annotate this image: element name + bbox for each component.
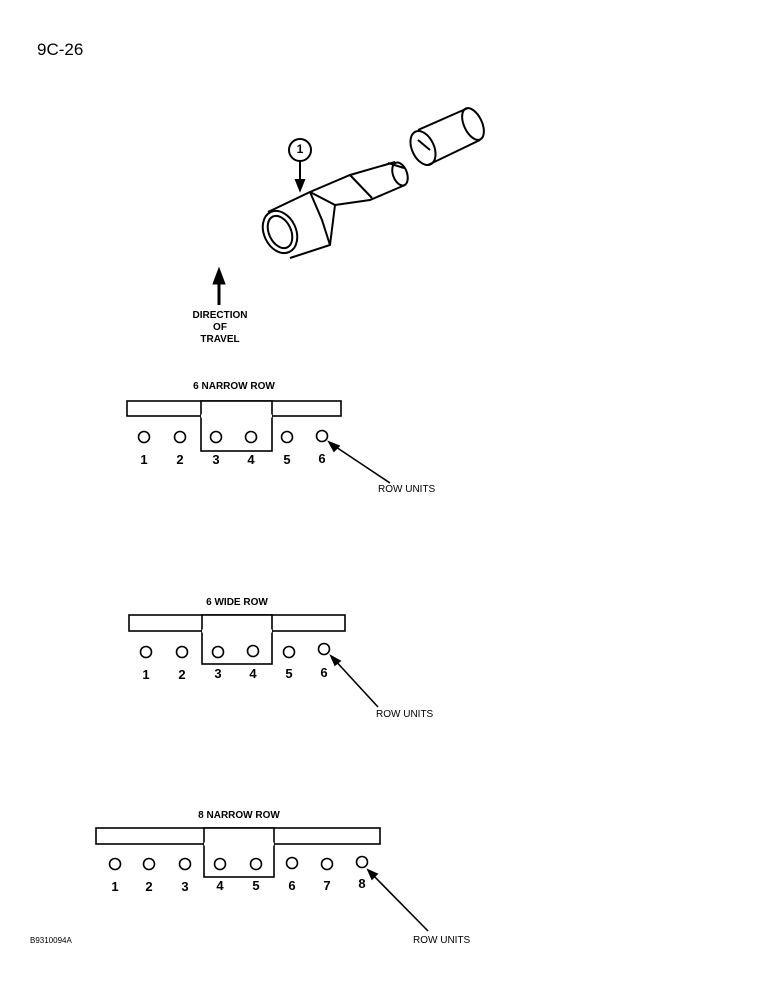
taper-ridge — [349, 174, 373, 199]
unit-number: 1 — [140, 452, 148, 467]
row-units-label: ROW UNITS — [413, 935, 471, 946]
pointer-head — [329, 654, 342, 667]
unit-number: 3 — [181, 879, 189, 894]
row-unit — [320, 857, 334, 871]
row-units-label: ROW UNITS — [376, 709, 434, 720]
unit-number: 4 — [216, 878, 224, 893]
unit-number: 7 — [323, 878, 331, 893]
row-unit — [175, 645, 189, 659]
direction-arrow — [212, 266, 226, 305]
row-unit — [211, 645, 225, 659]
unit-number: 6 — [288, 878, 296, 893]
direction-line-3: TRAVEL — [200, 334, 240, 345]
row-units-label: ROW UNITS — [378, 484, 436, 495]
row-unit — [317, 642, 331, 656]
small-tube-body — [417, 107, 481, 166]
row-unit — [282, 645, 296, 659]
callout-arrowhead — [294, 179, 306, 193]
row-unit — [173, 430, 187, 444]
row-unit — [178, 857, 192, 871]
pointer-line — [329, 442, 391, 484]
center-frame — [201, 614, 273, 665]
small-tube-mouth — [409, 130, 437, 166]
row-unit — [209, 430, 223, 444]
row-unit — [142, 857, 156, 871]
row-unit — [315, 429, 329, 443]
row-unit — [285, 856, 299, 870]
tube-body — [267, 190, 337, 259]
unit-number: 5 — [252, 878, 260, 893]
row-unit — [244, 430, 258, 444]
figure-id: B9310094A — [30, 936, 72, 945]
taper-bottom — [334, 184, 406, 206]
part-illustration — [261, 107, 485, 259]
unit-number: 2 — [178, 667, 186, 682]
spout-lip — [387, 162, 405, 169]
diagram-title: 8 NARROW ROW — [198, 810, 280, 821]
unit-number: 2 — [176, 452, 184, 467]
unit-number: 2 — [145, 879, 153, 894]
unit-number: 1 — [142, 667, 150, 682]
direction-line-2: OF — [213, 322, 227, 333]
diagram-title: 6 WIDE ROW — [206, 597, 268, 608]
row-unit — [246, 644, 260, 658]
small-tube-fold — [417, 139, 431, 151]
row-unit — [137, 430, 151, 444]
diagram-6-narrow — [126, 400, 391, 484]
spout-end — [391, 161, 409, 187]
unit-number: 5 — [285, 666, 293, 681]
row-unit — [280, 430, 294, 444]
unit-number: 1 — [111, 879, 119, 894]
row-unit — [213, 857, 227, 871]
unit-number: 8 — [358, 876, 366, 891]
small-tube-end — [461, 107, 485, 141]
tube-mouth — [261, 209, 299, 255]
direction-label: DIRECTION OF TRAVEL — [180, 310, 260, 346]
center-frame — [203, 827, 275, 878]
row-unit — [355, 855, 369, 869]
unit-number: 6 — [318, 451, 326, 466]
diagram-title: 6 NARROW ROW — [193, 381, 275, 392]
diagram-8-narrow — [95, 827, 429, 932]
unit-number: 3 — [214, 666, 222, 681]
page-number: 9C-26 — [37, 40, 84, 59]
row-unit — [108, 857, 122, 871]
tube-band — [309, 191, 331, 246]
unit-number: 3 — [212, 452, 220, 467]
pointer-line — [331, 656, 379, 708]
tube-mouth-inner — [266, 214, 294, 250]
row-unit — [249, 857, 263, 871]
pointer-line — [368, 870, 429, 932]
unit-number: 4 — [247, 452, 255, 467]
center-frame — [200, 400, 273, 452]
unit-number: 6 — [320, 665, 328, 680]
callout-number: 1 — [296, 142, 304, 156]
direction-line-1: DIRECTION — [192, 310, 248, 321]
unit-number: 5 — [283, 452, 291, 467]
unit-number: 4 — [249, 666, 257, 681]
pointer-head — [366, 868, 379, 881]
row-unit — [139, 645, 153, 659]
pointer-head — [327, 440, 341, 453]
diagram-6-wide — [128, 614, 379, 708]
